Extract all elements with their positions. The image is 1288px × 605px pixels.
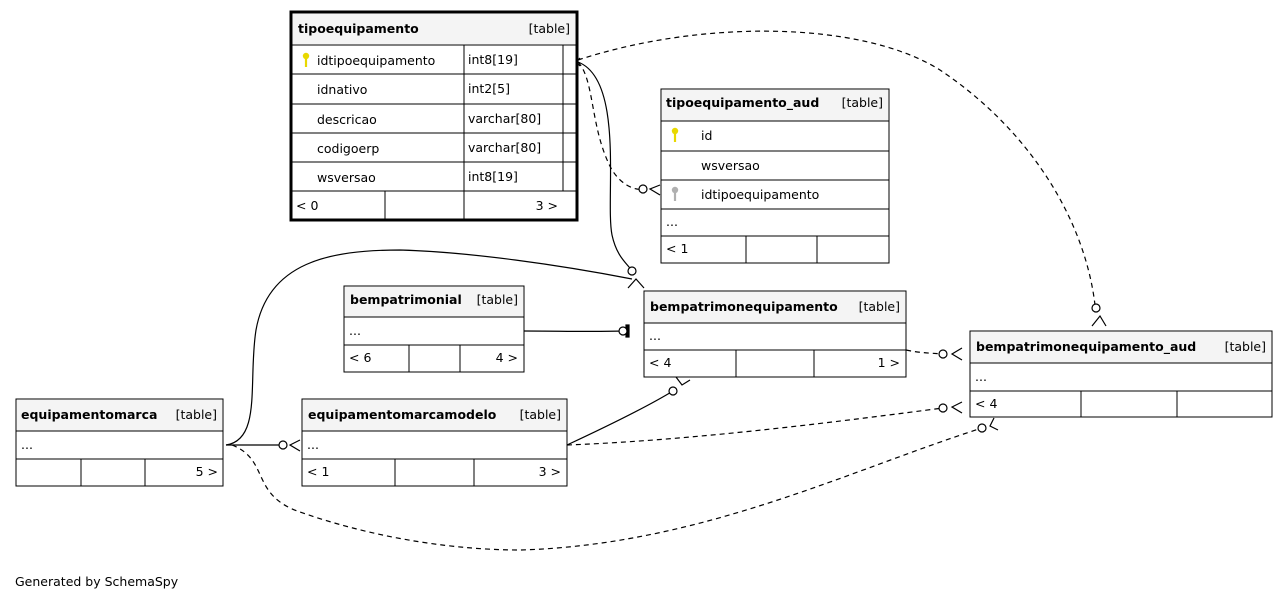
relationships <box>225 30 1096 551</box>
marker-tipo-aud-optional <box>638 184 648 194</box>
table-tag: [table] <box>477 292 518 307</box>
rel-tipo-to-bempatrimonequipamento-aud <box>577 30 1096 306</box>
table-tag: [table] <box>520 407 561 422</box>
ellipsis: ... <box>307 437 319 452</box>
marker-bem-aud-left2-crowfoot <box>950 401 963 414</box>
marker-marcamodelo-crowfoot <box>288 439 301 452</box>
marker-bem-aud-bottom-crowfoot <box>989 417 999 431</box>
rel-tipo-to-tipo-aud <box>577 61 644 190</box>
marker-bem-aud-bottom-optional <box>977 423 987 433</box>
children-count: 4 > <box>496 350 518 365</box>
table-bempatrimonial[interactable]: bempatrimonial [table] ... < 6 4 > <box>343 285 525 373</box>
column-type: varchar[80] <box>468 140 541 155</box>
rel-marca-to-bempatrimonequipamento <box>225 249 633 446</box>
table-tipoequipamento-aud[interactable]: tipoequipamento_aud [table] id wsversao … <box>660 88 890 264</box>
column-type: int8[19] <box>468 52 518 67</box>
table-bempatrimonequipamento-aud[interactable]: bempatrimonequipamento_aud [table] ... <… <box>969 330 1273 418</box>
children-count: 1 > <box>878 355 900 370</box>
table-title: tipoequipamento <box>298 21 419 36</box>
table-bempatrimonequipamento[interactable]: bempatrimonequipamento [table] ... < 4 1… <box>643 290 907 378</box>
table-equipamentomarca[interactable]: equipamentomarca [table] ... 5 > <box>15 398 224 487</box>
column-name: idnativo <box>317 82 367 97</box>
column-name: idtipoequipamento <box>317 53 435 68</box>
rel-marcamodelo-to-bempatrimonequipamento <box>566 390 674 446</box>
rel-tipo-to-bempatrimonequipamento <box>577 61 633 272</box>
table-title: tipoequipamento_aud <box>666 95 819 111</box>
ellipsis: ... <box>666 214 678 229</box>
ellipsis: ... <box>349 323 361 338</box>
parents-count: < 6 <box>349 350 371 365</box>
parents-count: < 1 <box>666 241 688 256</box>
children-count: 3 > <box>536 198 558 213</box>
marker-bem-crowfoot <box>627 278 645 289</box>
table-title: equipamentomarcamodelo <box>308 407 497 422</box>
column-name: id <box>701 128 712 143</box>
column-name: wsversao <box>701 158 760 173</box>
column-type: int8[19] <box>468 169 518 184</box>
ellipsis: ... <box>21 437 33 452</box>
table-tag: [table] <box>529 21 570 36</box>
marker-bem-aud-top-optional <box>1091 303 1101 313</box>
column-name: codigoerp <box>317 141 379 156</box>
table-title: bempatrimonequipamento <box>650 299 838 314</box>
marker-bem-aud-top-crowfoot <box>1091 314 1107 327</box>
rel-marca-to-bempatrimonequipamento-aud <box>231 427 983 551</box>
column-type: varchar[80] <box>468 111 541 126</box>
marker-bem-aud-left-optional <box>938 349 948 359</box>
marker-bem-bottom-optional <box>668 386 678 396</box>
column-name: idtipoequipamento <box>701 187 819 202</box>
relationship-markers <box>278 57 1107 452</box>
column-name: wsversao <box>317 170 376 185</box>
table-tag: [table] <box>842 95 883 110</box>
table-tipoequipamento[interactable]: tipoequipamento [table] idtipoequipament… <box>289 10 579 222</box>
marker-bem-aud-left2-optional <box>938 403 948 413</box>
parents-count: < 4 <box>649 355 671 370</box>
rel-bempatrimonequipamento-to-aud <box>905 349 944 355</box>
table-title: bempatrimonequipamento_aud <box>976 339 1196 355</box>
marker-bempatrimonial-optional <box>618 326 628 336</box>
column-name: descricao <box>317 112 377 127</box>
marker-bem-optional <box>627 266 637 276</box>
parents-count: < 0 <box>296 198 318 213</box>
table-title: equipamentomarca <box>21 407 157 422</box>
ellipsis: ... <box>975 369 987 384</box>
marker-marcamodelo-optional <box>278 440 288 450</box>
table-tag: [table] <box>859 299 900 314</box>
marker-tipo-aud-crowfoot <box>648 184 661 196</box>
children-count: 5 > <box>196 464 218 479</box>
marker-bem-bottom-crowfoot <box>675 376 691 386</box>
rel-marcamodelo-to-bempatrimonequipamento-aud <box>566 407 944 446</box>
marker-bem-aud-left-crowfoot <box>950 347 963 361</box>
table-tag: [table] <box>1225 339 1266 354</box>
parents-count: < 1 <box>307 464 329 479</box>
table-equipamentomarcamodelo[interactable]: equipamentomarcamodelo [table] ... < 1 3… <box>301 398 568 487</box>
column-type: int2[5] <box>468 81 510 96</box>
table-tag: [table] <box>176 407 217 422</box>
parents-count: < 4 <box>975 396 997 411</box>
generated-by-footer: Generated by SchemaSpy <box>15 574 179 589</box>
children-count: 3 > <box>539 464 561 479</box>
table-title: bempatrimonial <box>350 292 462 307</box>
ellipsis: ... <box>649 328 661 343</box>
